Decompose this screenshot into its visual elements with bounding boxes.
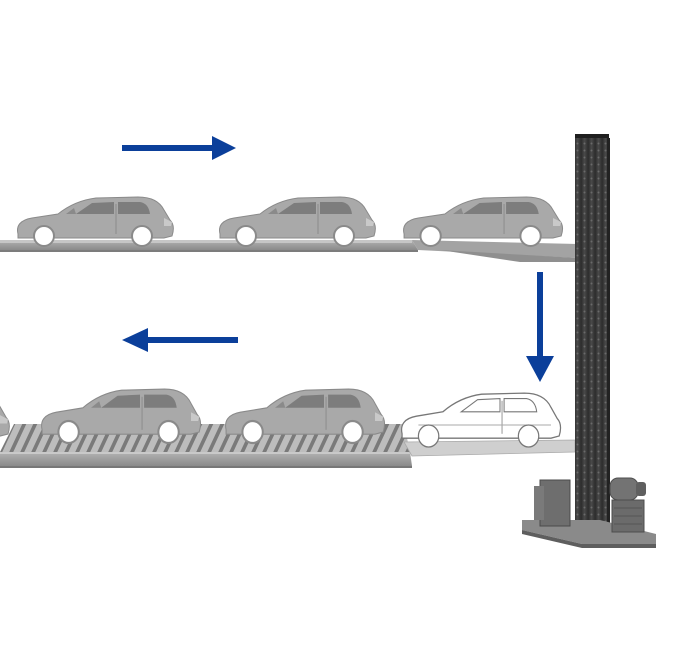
upper-level-cars <box>16 195 564 248</box>
upper-level-platform <box>0 240 578 262</box>
upper-flow-arrow-right <box>122 136 236 160</box>
lift-column <box>575 134 610 536</box>
lower-flow-arrow-left <box>122 328 238 352</box>
transfer-car-outline <box>400 392 562 448</box>
car-upper-2 <box>218 196 377 247</box>
car-upper-1 <box>16 196 175 247</box>
car-upper-3 <box>402 195 564 248</box>
transfer-flow-arrow-down <box>526 272 554 382</box>
lift-drive-machinery <box>522 477 656 548</box>
